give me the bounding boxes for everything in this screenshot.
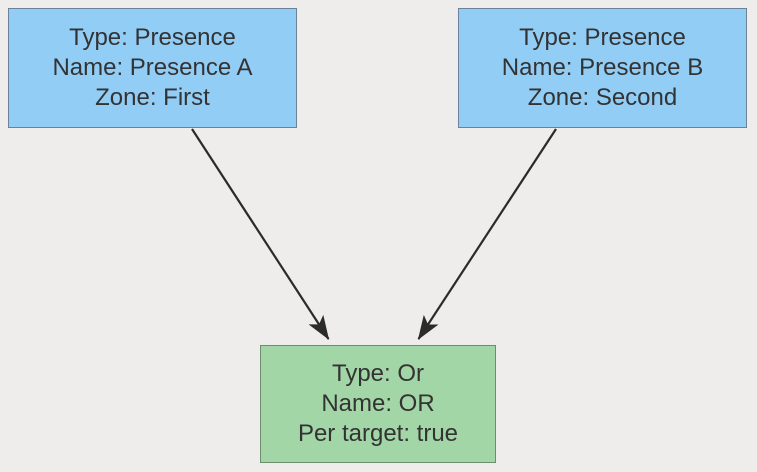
edge-presence-b-to-or	[417, 128, 557, 340]
node-or-line-per-target: Per target: true	[297, 420, 459, 447]
edge-presence-a-to-or	[191, 128, 330, 340]
edge-line	[417, 128, 557, 340]
node-or-line-name: Name: OR	[321, 390, 435, 417]
edge-line	[191, 128, 330, 340]
node-presence-b[interactable]: Type: Presence Name: Presence B Zone: Se…	[458, 8, 747, 128]
node-presence-b-line-name: Name: Presence B	[501, 54, 704, 81]
node-presence-a-line-zone: Zone: First	[95, 84, 210, 111]
node-presence-a-line-name: Name: Presence A	[52, 54, 253, 81]
node-presence-a-line-type: Type: Presence	[69, 24, 236, 51]
node-or-line-type: Type: Or	[331, 360, 425, 387]
node-or[interactable]: Type: Or Name: OR Per target: true	[260, 345, 496, 463]
node-presence-b-line-type: Type: Presence	[519, 24, 686, 51]
node-presence-b-line-zone: Zone: Second	[527, 84, 678, 111]
node-presence-a[interactable]: Type: Presence Name: Presence A Zone: Fi…	[8, 8, 297, 128]
